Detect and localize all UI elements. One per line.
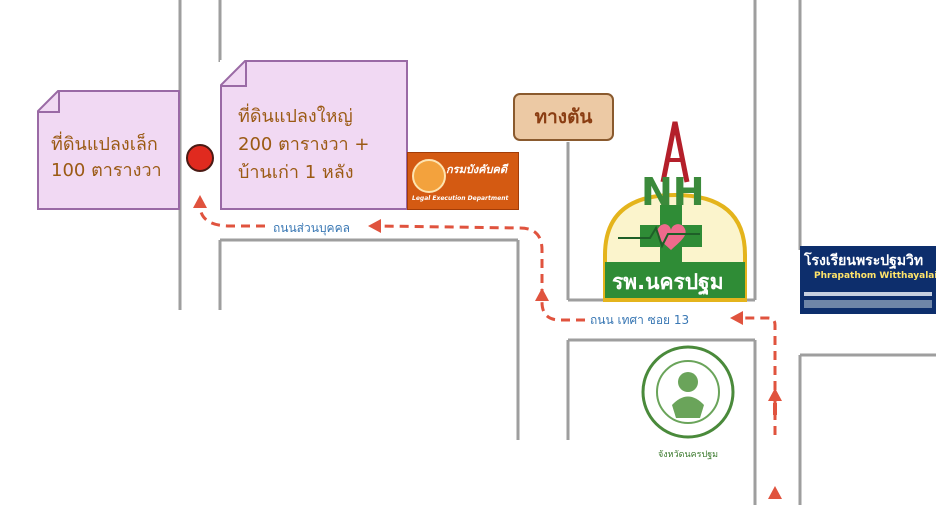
arrow-left-icon (368, 219, 381, 233)
large-plot-note: ที่ดินแปลงใหญ่ 200 ตารางวา + บ้านเก่า 1 … (220, 60, 408, 210)
large-plot-area: 200 ตารางวา + (238, 134, 370, 155)
route-segment (198, 204, 265, 228)
department-thai-name: กรมบังคับคดี (446, 163, 508, 176)
small-plot-note: ที่ดินแปลงเล็ก 100 ตารางวา (37, 90, 180, 210)
large-plot-house: บ้านเก่า 1 หลัง (238, 162, 354, 183)
arrow-up-icon (768, 388, 782, 401)
dead-end-sign: ทางตัน (513, 93, 614, 141)
road-lines (178, 0, 936, 505)
school-photo-strip (804, 300, 932, 308)
road-label-suan-bukkhon: ถนนส่วนบุคคล (273, 221, 350, 235)
route-arrowheads (193, 195, 782, 499)
route-segment (540, 301, 585, 322)
department-english-name: Legal Execution Department (412, 195, 509, 202)
hospital-name: รพ.นครปฐม (612, 270, 724, 294)
arrow-up-icon (768, 486, 782, 499)
route-path (198, 204, 777, 435)
department-seal-icon (412, 159, 446, 193)
school-subtitle-bar (804, 292, 932, 296)
small-plot-area: 100 ตารางวา (51, 160, 162, 181)
arrow-stem (773, 403, 777, 415)
small-plot-title: ที่ดินแปลงเล็ก (51, 134, 158, 155)
legal-execution-department-sign: กรมบังคับคดี Legal Execution Department (407, 152, 519, 210)
large-plot-title: ที่ดินแปลงใหญ่ (238, 106, 353, 127)
heartbeat-line-icon (618, 225, 700, 249)
arrow-up-icon (193, 195, 207, 208)
school-sign: โรงเรียนพระปฐมวิท Phrapathom Witthayalai (800, 246, 936, 314)
hospital-name-bar (605, 262, 745, 298)
road-label-thesa-soi-13: ถนน เทศา ซอย 13 (590, 313, 690, 327)
school-thai-name: โรงเรียนพระปฐมวิท (804, 253, 924, 269)
location-marker-icon (186, 144, 214, 172)
route-segment (379, 224, 544, 298)
province-caption: จังหวัดนครปฐม (658, 450, 719, 460)
note-fold-icon (37, 90, 60, 113)
note-fold-icon (220, 60, 247, 87)
school-english-name: Phrapathom Witthayalai (814, 271, 936, 281)
route-segment (740, 316, 777, 435)
arrow-up-icon (535, 288, 549, 301)
arrow-left-icon (730, 311, 743, 325)
hospital-logo: NH (603, 121, 747, 302)
provincial-seal (641, 345, 735, 439)
